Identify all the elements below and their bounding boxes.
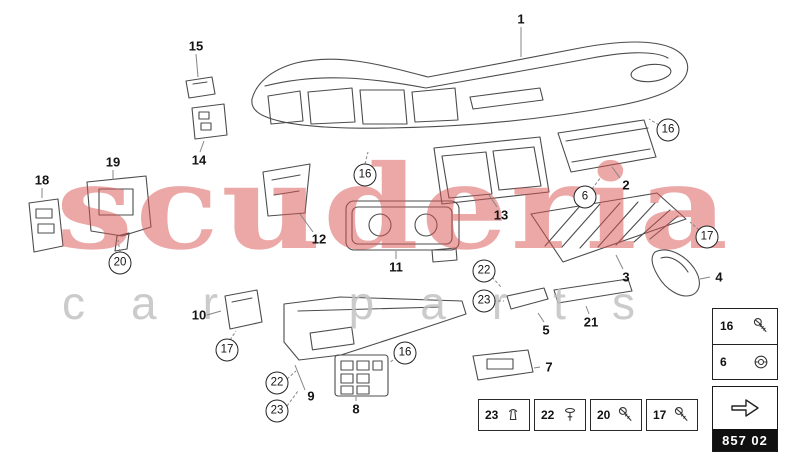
part-callout-1: 1	[517, 11, 525, 27]
part-18-bracket	[28, 198, 64, 253]
part-callout-9: 9	[307, 388, 315, 404]
part-7-bracket	[472, 349, 534, 381]
part-8-switch-panel	[334, 354, 389, 397]
part-13-cluster-frame	[433, 136, 550, 205]
part-callout-19: 19	[105, 154, 121, 170]
part-11-instrument-cluster	[345, 200, 460, 263]
part-callout-12: 12	[311, 231, 327, 247]
part-callout-4: 4	[715, 269, 723, 285]
fastener-callout-6: 6	[573, 185, 597, 209]
part-callout-18: 18	[34, 172, 50, 188]
legend-row-16: 16	[713, 309, 777, 345]
part-callout-21: 21	[583, 314, 599, 330]
part-5-trim-strip	[506, 287, 549, 310]
part-callout-3: 3	[622, 269, 630, 285]
part-callout-8: 8	[352, 401, 360, 417]
fastener-callout-23: 23	[265, 399, 289, 423]
fastener-box-label: 22	[541, 408, 555, 422]
part-callout-5: 5	[542, 322, 550, 338]
diagram-code-box: 857 02	[712, 386, 778, 452]
fastener-callout-20: 20	[108, 251, 132, 275]
part-4-end-cap	[651, 249, 700, 297]
part-callout-15: 15	[188, 38, 204, 54]
part-callout-10: 10	[191, 307, 207, 323]
fastener-box-22: 22	[534, 399, 586, 431]
part-callout-14: 14	[191, 152, 207, 168]
fastener-callout-17: 17	[215, 338, 239, 362]
part-15-clip-bracket	[185, 76, 216, 99]
fastener-callout-16: 16	[353, 163, 377, 187]
fastener-callout-16: 16	[393, 341, 417, 365]
fastener-callout-22: 22	[265, 371, 289, 395]
fastener-legend-row: 23 22 20	[478, 399, 698, 431]
part-3-glovebox-trim	[530, 192, 687, 263]
hardware-legend: 16 6	[712, 308, 778, 380]
part-21-trim-strip	[553, 278, 633, 304]
part-9-lower-trim	[283, 296, 467, 361]
diagram-code: 857 02	[713, 429, 777, 451]
clip-icon	[508, 409, 518, 421]
part-callout-7: 7	[545, 359, 553, 375]
fastener-callout-16: 16	[656, 118, 680, 142]
fastener-callout-23: 23	[472, 289, 496, 313]
part-1-dash-top-panel	[251, 41, 689, 129]
part-callout-2: 2	[622, 177, 630, 193]
part-2-glovebox-lid	[557, 119, 657, 173]
part-callout-11: 11	[389, 259, 403, 275]
legend-row-6: 6	[713, 345, 777, 380]
part-10-side-vent	[224, 289, 263, 330]
screw-icon	[753, 318, 767, 333]
fastener-box-23: 23	[478, 399, 530, 431]
fastener-box-label: 23	[485, 408, 499, 422]
grommet-icon	[754, 355, 768, 369]
part-callout-13: 13	[493, 207, 509, 223]
fastener-box-20: 20	[590, 399, 642, 431]
fastener-callout-17: 17	[695, 225, 719, 249]
fastener-callout-22: 22	[472, 259, 496, 283]
fastener-box-17: 17	[646, 399, 698, 431]
fastener-box-label: 20	[597, 408, 611, 422]
fastener-box-label: 17	[653, 408, 667, 422]
part-14-bracket	[191, 103, 228, 140]
screw-icon	[674, 406, 688, 421]
legend-label-16: 16	[720, 319, 734, 334]
screw-icon	[618, 406, 632, 421]
rivet-icon	[564, 407, 576, 421]
part-19-support-bracket	[86, 175, 152, 252]
arrow-icon	[713, 387, 777, 429]
legend-label-6: 6	[720, 354, 727, 369]
part-12-side-trim	[262, 163, 311, 217]
